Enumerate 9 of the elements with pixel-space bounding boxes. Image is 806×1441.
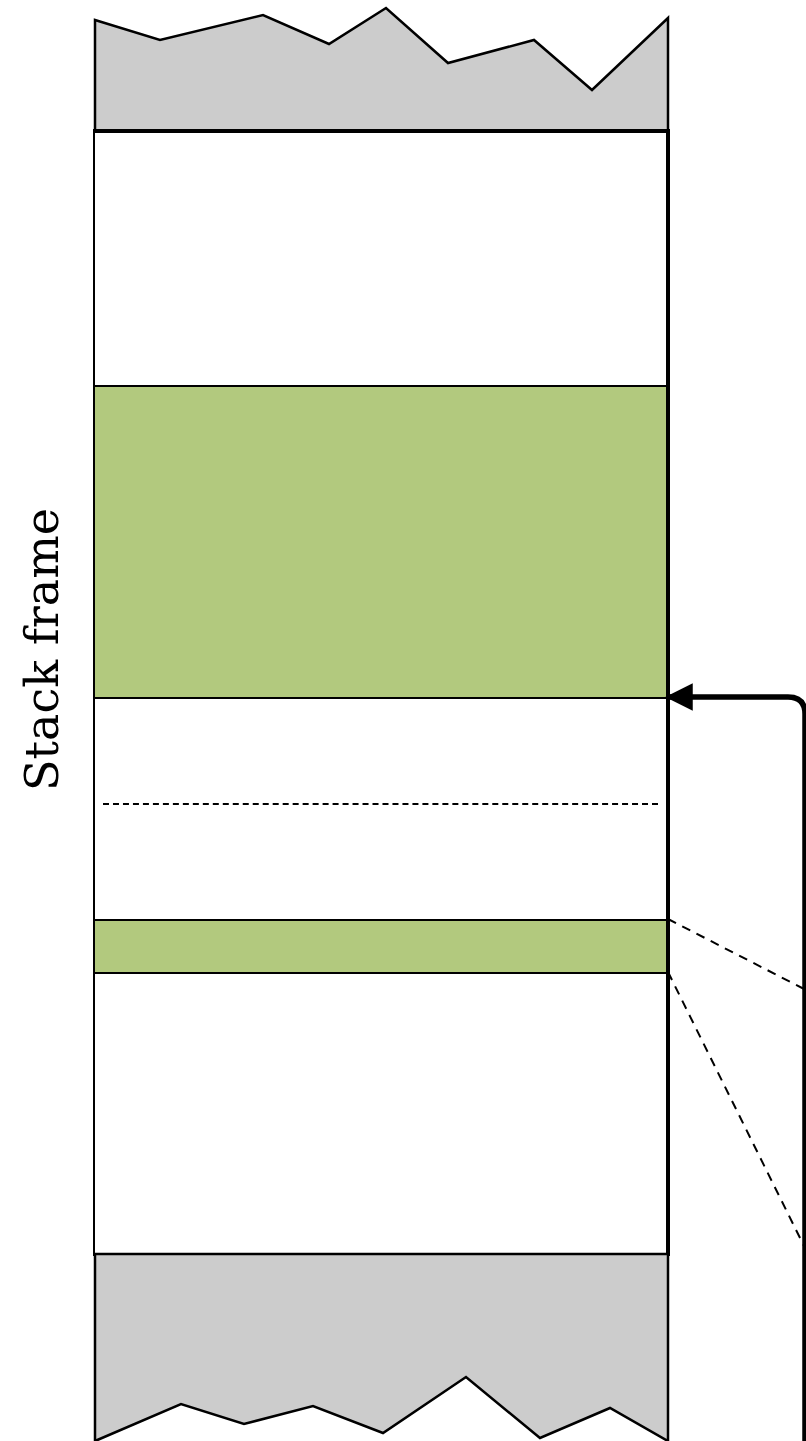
memory-slot [95, 972, 666, 1254]
torn-memory-edge [95, 1254, 668, 1441]
memory-slot [95, 697, 666, 919]
highlighted-memory-slot [95, 919, 666, 972]
torn-memory-edge [95, 8, 668, 131]
dashed-leader-line [667, 918, 806, 991]
frame-label: Stack frame [19, 508, 65, 791]
highlighted-memory-slot [95, 385, 666, 697]
pointer-arrow [665, 683, 806, 1441]
